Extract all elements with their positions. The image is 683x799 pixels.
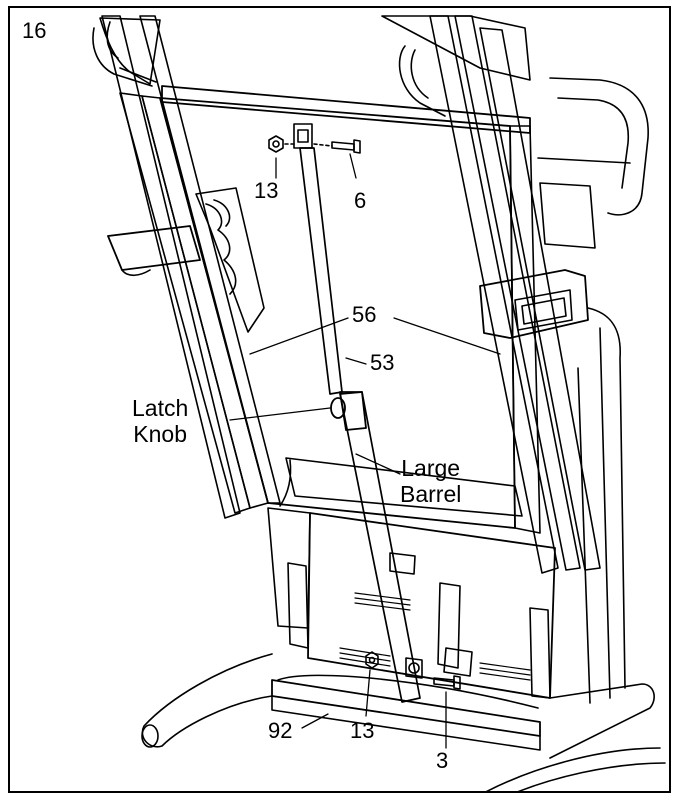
latch-knob-line-1: Latch <box>132 395 189 421</box>
callout-latch-knob: Latch Knob <box>132 395 189 448</box>
left-base-foot <box>141 653 273 748</box>
right-handrail <box>537 77 649 249</box>
treadmill-assembly-drawing <box>92 15 666 791</box>
latch-knob-assembly <box>330 391 367 431</box>
callout-13-top: 13 <box>254 178 279 203</box>
callout-13-bottom: 13 <box>350 718 375 743</box>
latch-knob-line-2: Knob <box>133 420 187 447</box>
large-barrel-line-1: Large <box>401 455 461 481</box>
base-crossbar-92 <box>271 674 541 751</box>
console-left <box>99 17 161 85</box>
nut-13-top <box>268 135 295 153</box>
bolt-6 <box>313 139 361 154</box>
left-bracket <box>195 187 265 333</box>
callout-92: 92 <box>268 718 293 743</box>
left-uprights <box>92 15 281 519</box>
top-crossbar <box>161 85 531 134</box>
step-number: 16 <box>22 18 47 43</box>
right-post <box>577 307 626 704</box>
callout-56: 56 <box>352 302 377 327</box>
figure-frame: 16 13 6 56 53 Latch Knob Large Barrel 92… <box>8 6 671 793</box>
top-hinge-bracket <box>293 123 313 149</box>
callout-large-barrel: Large Barrel <box>400 455 462 508</box>
large-barrel-line-2: Barrel <box>400 480 462 507</box>
callout-53: 53 <box>370 350 395 375</box>
callout-6: 6 <box>354 188 367 213</box>
right-base <box>486 683 666 791</box>
right-uprights <box>429 15 601 574</box>
callout-3: 3 <box>436 748 449 773</box>
left-armrest <box>107 225 201 277</box>
strut-53 <box>299 147 421 703</box>
right-armrest <box>479 269 589 339</box>
motor-hood <box>267 457 556 699</box>
bottom-hardware <box>365 651 461 690</box>
leader-lines <box>229 153 501 749</box>
